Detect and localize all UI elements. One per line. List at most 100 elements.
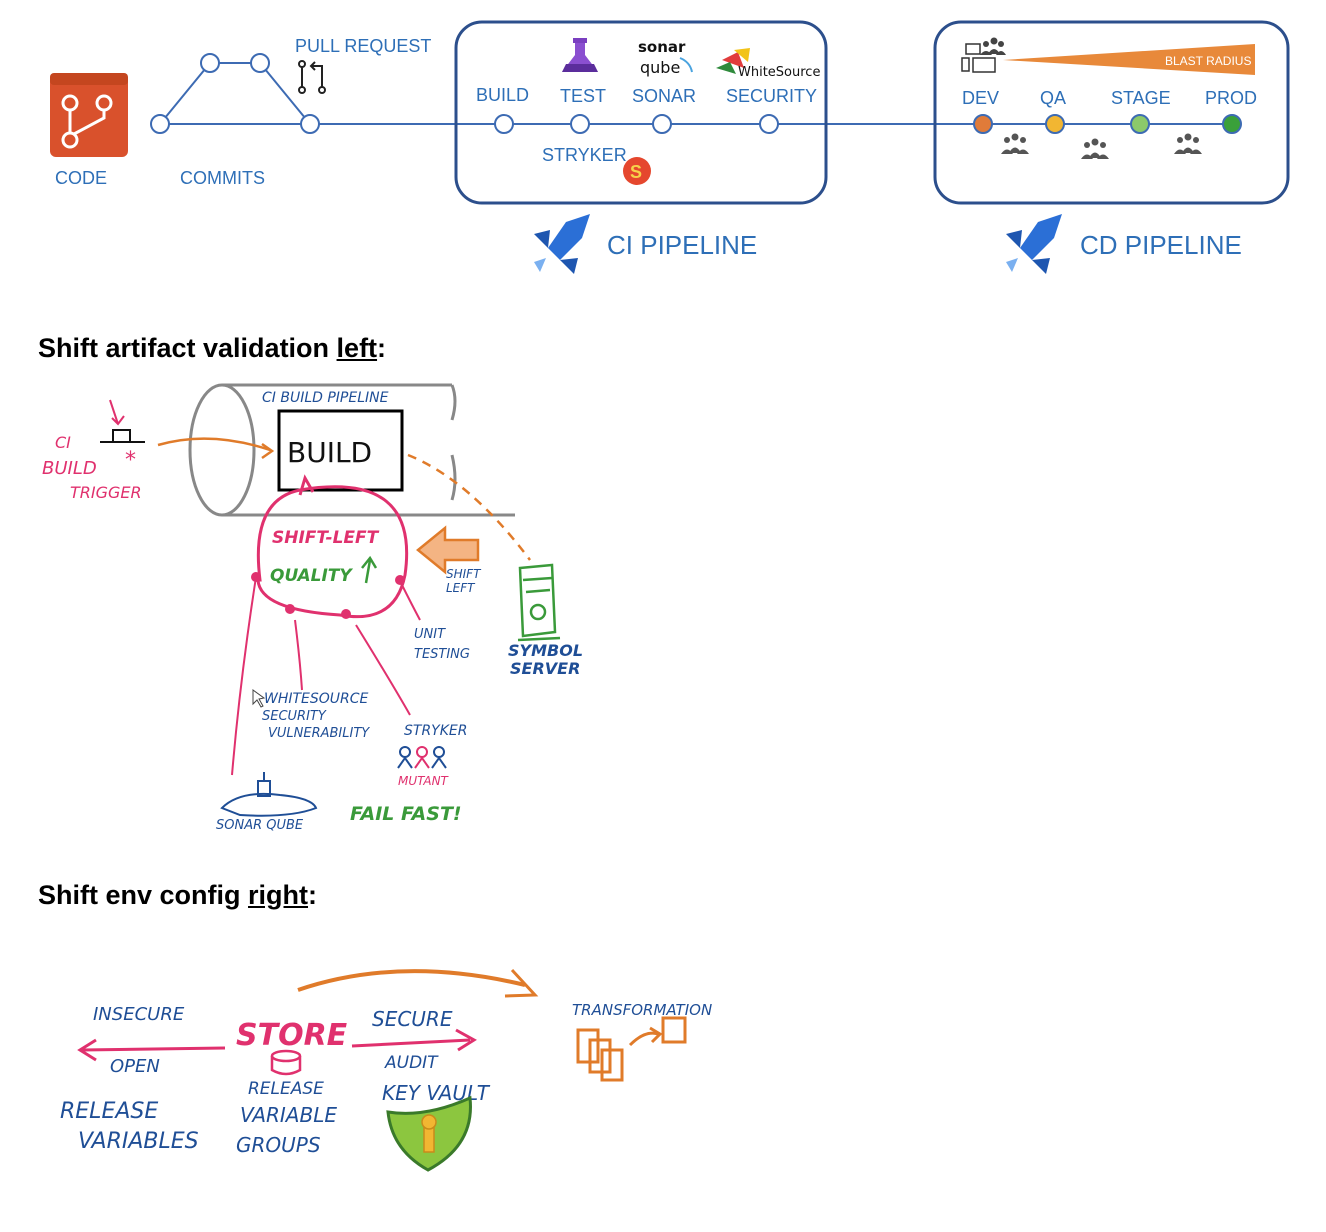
blast-radius-bar <box>1003 44 1255 75</box>
database-icon <box>270 1049 302 1076</box>
shift-left-heading-emphasis: left <box>336 333 378 363</box>
whitesource-line3: VULNERABILITY <box>268 726 370 741</box>
quality-label: QUALITY <box>270 566 353 586</box>
transformation-label: TRANSFORMATION <box>572 1001 712 1019</box>
sonarqube-logo-bottom: qube <box>640 58 680 77</box>
shift-left-arrow-line1: SHIFT <box>446 567 482 581</box>
ci-node-test <box>570 114 590 134</box>
ci-box <box>454 20 828 205</box>
ci-pipeline-title: CI PIPELINE <box>607 230 757 260</box>
release-variable-groups-line3: GROUPS <box>236 1133 321 1157</box>
cd-stage-qa: QA <box>1040 88 1066 108</box>
ci-stage-security: SECURITY <box>726 86 817 106</box>
release-variable-groups-line1: RELEASE <box>248 1079 324 1099</box>
quality-gate-lines <box>231 576 421 776</box>
cd-node-stage <box>1130 114 1150 134</box>
cursor-icon <box>252 689 266 708</box>
ci-stage-sonar: SONAR <box>632 86 696 106</box>
insecure-label: INSECURE <box>93 1004 185 1025</box>
trigger-to-build-arrow <box>157 437 271 452</box>
build-box <box>277 409 404 492</box>
shift-left-heading-prefix: Shift artifact validation <box>38 333 337 363</box>
shift-left-heading-suffix: : <box>377 333 387 363</box>
pipeline-diagram: CODE COMMITS PULL REQUEST BUILD TEST SON… <box>50 20 1290 274</box>
shift-left-title: SHIFT-LEFT <box>272 528 380 548</box>
cd-stage-dev: DEV <box>962 88 999 108</box>
release-variable-groups-line2: VARIABLE <box>240 1103 337 1127</box>
devices-icon <box>961 43 996 73</box>
quality-up-arrow <box>361 555 378 584</box>
open-label: OPEN <box>110 1056 160 1077</box>
ci-node-security <box>759 114 779 134</box>
cd-pipeline-title: CD PIPELINE <box>1080 230 1242 260</box>
repo-icon <box>50 73 128 157</box>
trigger-star-icon: * <box>125 448 136 473</box>
build-label: BUILD <box>287 436 372 469</box>
transformation-icon <box>576 1016 687 1082</box>
cd-pipeline-icon <box>1006 214 1062 274</box>
ci-stage-build: BUILD <box>476 85 529 105</box>
symbol-server-icon <box>517 563 561 642</box>
shift-left-arrow-line2: LEFT <box>446 581 476 595</box>
sonar-wave-icon <box>679 57 693 73</box>
ci-build-pipeline-label: CI BUILD PIPELINE <box>262 390 389 406</box>
unit-testing-line1: UNIT <box>414 627 446 642</box>
secure-arrow <box>351 1038 471 1048</box>
whitesource-logo-text: WhiteSource <box>738 65 820 80</box>
secure-label: SECURE <box>372 1007 453 1031</box>
shift-right-heading: Shift env config right: <box>38 880 317 911</box>
shift-right-heading-emphasis: right <box>248 880 309 910</box>
trigger-label-line2: BUILD <box>42 458 97 479</box>
ci-stryker-label: STRYKER <box>542 145 627 165</box>
quality-gate-dots <box>251 572 405 619</box>
key-vault-label: KEY VAULT <box>382 1081 491 1105</box>
ci-pipeline-icon <box>534 214 590 274</box>
fail-fast-label: FAIL FAST! <box>350 803 462 825</box>
shift-left-circle <box>256 485 409 619</box>
mutant-label: MUTANT <box>398 774 450 788</box>
cd-node-qa <box>1045 114 1065 134</box>
cd-node-dev <box>973 114 993 134</box>
team-icon-top <box>980 37 1006 55</box>
trigger-label-line3: TRIGGER <box>70 483 142 502</box>
symbol-server-line2: SERVER <box>510 659 580 678</box>
cd-box <box>933 20 1290 205</box>
ci-build-pipeline-tube <box>188 383 515 517</box>
blast-radius-label: BLAST RADIUS <box>1165 54 1251 68</box>
submarine-icon <box>220 772 318 817</box>
shift-left-heading: Shift artifact validation left: <box>38 333 386 364</box>
mutant-people-icon <box>397 746 447 769</box>
whitesource-line1: WHITESOURCE <box>264 691 369 707</box>
team-icon-dev <box>1001 133 1029 154</box>
pull-request-label: PULL REQUEST <box>295 36 431 56</box>
release-variables-line2: VARIABLES <box>78 1129 199 1154</box>
whitesource-line2: SECURITY <box>262 709 327 724</box>
pull-request-icon <box>298 60 326 94</box>
commits-graph <box>150 53 320 134</box>
cd-stage-stage: STAGE <box>1111 88 1171 108</box>
store-label: STORE <box>236 1018 348 1053</box>
shift-right-heading-prefix: Shift env config <box>38 880 249 910</box>
shift-right-heading-suffix: : <box>308 880 318 910</box>
flask-icon <box>562 38 598 72</box>
sonarqube-label: SONAR QUBE <box>216 818 304 833</box>
team-icon-qa <box>1081 138 1109 159</box>
stryker-label: STRYKER <box>404 723 467 739</box>
sonarqube-logo-top: sonar <box>638 38 686 56</box>
ci-stage-test: TEST <box>560 86 606 106</box>
insecure-arrow <box>81 1046 226 1052</box>
code-label: CODE <box>55 168 107 188</box>
audit-label: AUDIT <box>384 1053 439 1073</box>
unit-testing-line2: TESTING <box>414 647 470 662</box>
cd-stage-prod: PROD <box>1205 88 1257 108</box>
stryker-badge-letter: S <box>630 162 642 182</box>
trigger-arrow <box>109 399 125 426</box>
trigger-icon <box>100 429 145 443</box>
ci-node-sonar <box>652 114 672 134</box>
team-icon-stage <box>1174 133 1202 154</box>
shift-left-arrow-icon <box>416 525 480 575</box>
cd-node-prod <box>1222 114 1242 134</box>
release-variables-line1: RELEASE <box>60 1099 158 1124</box>
commits-label: COMMITS <box>180 168 265 188</box>
ci-node-build <box>494 114 514 134</box>
